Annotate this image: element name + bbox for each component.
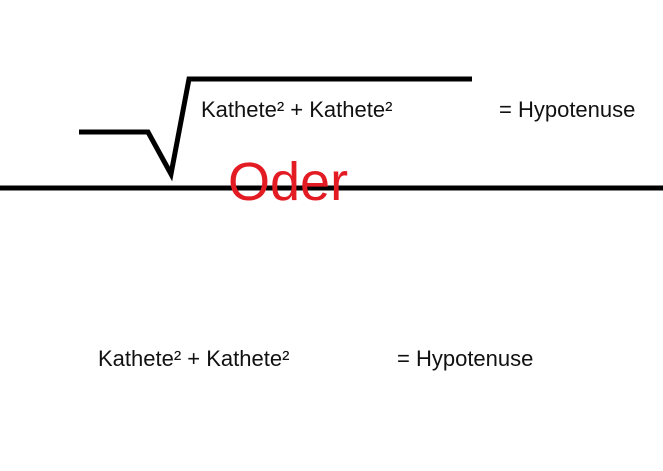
top-formula-rhs: = Hypotenuse bbox=[499, 97, 636, 122]
bottom-formula-lhs: Kathete² + Kathete² bbox=[98, 346, 290, 371]
square-root-sign bbox=[79, 76, 472, 182]
divider-word: Oder bbox=[228, 152, 349, 212]
bottom-formula-rhs: = Hypotenuse bbox=[397, 346, 534, 371]
top-formula-lhs: Kathete² + Kathete² bbox=[201, 97, 393, 122]
